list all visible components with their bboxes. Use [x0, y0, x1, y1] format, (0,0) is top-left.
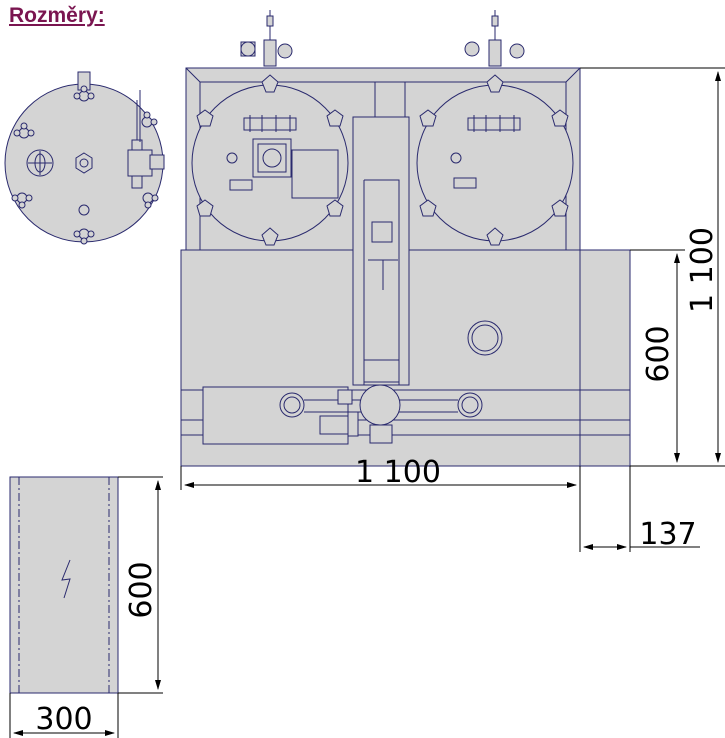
right-tank — [416, 10, 574, 246]
page-title: Rozměry: — [9, 4, 105, 27]
dim-lower-height: 600 — [641, 325, 676, 382]
dim-main-height: 1 100 — [685, 227, 720, 313]
dim-cabinet-width: 300 — [35, 702, 92, 737]
lightning-bolt-icon — [61, 559, 71, 599]
dim-side-offset: 137 — [639, 517, 696, 552]
clamp-knob — [13, 122, 35, 139]
dimension-lines — [9, 67, 725, 738]
clamp-knob — [142, 192, 159, 209]
left-tank — [191, 10, 349, 246]
dim-main-width: 1 100 — [355, 455, 441, 490]
clamp-knob — [141, 111, 158, 128]
front-view — [180, 10, 631, 467]
clamp-knob — [73, 85, 95, 102]
cabinet-view — [9, 476, 119, 694]
clamp-knob — [73, 228, 95, 245]
clamp-knob — [11, 192, 33, 209]
side-view-circle — [4, 71, 165, 245]
dim-cabinet-height: 600 — [124, 561, 159, 618]
